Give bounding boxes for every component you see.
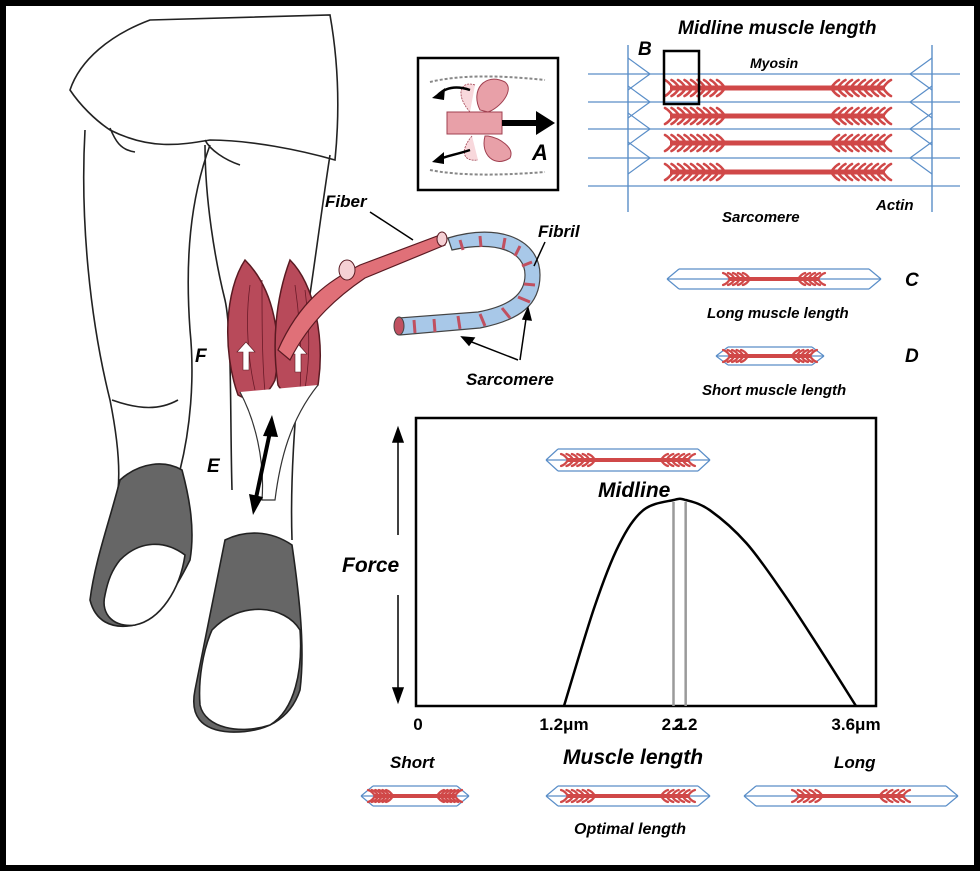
- tendon-arrow: [249, 415, 278, 515]
- label-sarcomere-top: Sarcomere: [722, 209, 800, 226]
- x-tick-label: 2.2: [674, 715, 698, 734]
- x-tick-label: 2.1: [662, 715, 686, 734]
- label-d: D: [905, 346, 919, 367]
- label-b: B: [638, 39, 652, 60]
- label-long: Long: [834, 753, 876, 772]
- label-fiber: Fiber: [325, 192, 368, 211]
- x-tick-label: 1.2μm: [539, 715, 588, 734]
- x-tick-label: 0: [413, 715, 422, 734]
- sarcomere-bottom-short: [360, 785, 470, 807]
- sarcomere-short: [715, 346, 825, 366]
- inset-a: [416, 56, 560, 192]
- chart-ylabel: Force: [342, 554, 400, 577]
- x-tick-label: 3.6μm: [831, 715, 880, 734]
- sarcomere-midline: [545, 448, 711, 472]
- inset-b-box: [662, 49, 701, 106]
- label-c: C: [905, 270, 919, 291]
- label-myosin: Myosin: [750, 55, 798, 71]
- force-axis-arrow: [391, 425, 405, 705]
- label-sarcomere-fibril: Sarcomere: [466, 370, 554, 389]
- title-midline-muscle-length: Midline muscle length: [678, 18, 876, 39]
- label-f: F: [195, 346, 208, 367]
- label-optimal-length: Optimal length: [574, 821, 686, 838]
- label-actin: Actin: [875, 197, 914, 214]
- label-fibril: Fibril: [538, 222, 581, 241]
- force-curve: [562, 497, 858, 707]
- chart-xlabel: Muscle length: [563, 746, 703, 769]
- chart-frame: [414, 416, 878, 708]
- sarcomere-top: [588, 45, 960, 212]
- sarcomere-bottom-long: [743, 785, 959, 807]
- force-length-chart: 0 1.2μm 2.12.2 3.6μm Midline: [413, 416, 881, 734]
- sarcomere-long: [666, 268, 882, 290]
- label-e: E: [207, 456, 221, 477]
- legs-drawing: [69, 14, 339, 733]
- sarcomere-bottom-optimal: [545, 785, 711, 807]
- label-long-muscle-length: Long muscle length: [707, 305, 849, 322]
- label-short: Short: [390, 753, 436, 772]
- fiber: [277, 231, 448, 361]
- fibril: [393, 231, 541, 336]
- sarcomere-pointers: [460, 305, 532, 361]
- label-short-muscle-length: Short muscle length: [702, 382, 846, 399]
- label-a: A: [531, 140, 548, 165]
- chart-annotation-midline: Midline: [598, 479, 671, 502]
